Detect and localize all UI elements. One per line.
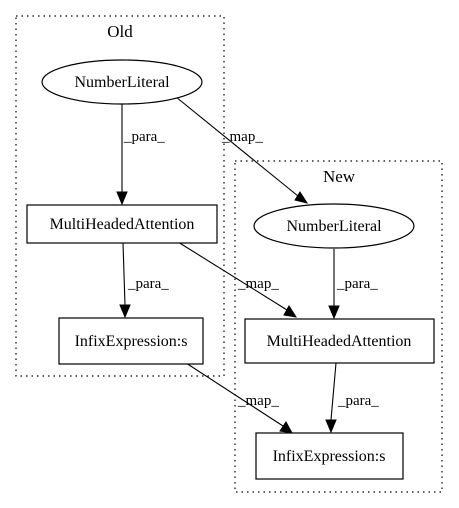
arrowhead <box>119 304 131 319</box>
arrowhead <box>328 305 340 320</box>
edge-line <box>122 242 126 306</box>
edge-label-map-infix: _map_ <box>237 393 279 409</box>
node-shape <box>253 203 415 249</box>
node-shape <box>244 318 435 364</box>
arrowhead <box>279 421 293 434</box>
cluster-old-label: Old <box>107 22 133 41</box>
edge-label-map-mha: _map_ <box>237 276 279 292</box>
node-old-infix-expression: InfixExpression:s <box>58 317 204 365</box>
node-label: NumberLiteral <box>286 218 382 235</box>
node-label: MultiHeadedAttention <box>50 216 195 233</box>
edge-new-mha-to-new-infix: _para_ <box>325 362 379 434</box>
node-label: MultiHeadedAttention <box>267 333 412 350</box>
cluster-old: Old <box>15 15 225 377</box>
edge-label-old-para-1: _para_ <box>123 129 165 145</box>
cluster-new: New <box>234 160 443 493</box>
node-shape <box>41 59 203 105</box>
node-new-number-literal: NumberLiteral <box>253 203 415 249</box>
node-shape <box>255 432 404 480</box>
arrowhead <box>294 191 309 204</box>
edge-map-number-literal: _map_ <box>175 96 309 204</box>
edge-line <box>175 96 299 197</box>
node-label: InfixExpression:s <box>273 448 386 465</box>
node-shape <box>26 204 218 244</box>
edge-map-multi-headed-attention: _map_ <box>177 241 298 318</box>
edge-old-number-literal-to-old-mha: _para_ <box>116 104 165 206</box>
edge-line <box>177 241 288 311</box>
edges: _para_ _para_ _map_ _map_ _para_ <box>116 96 379 434</box>
edge-line <box>185 362 284 427</box>
arrowhead <box>325 419 337 434</box>
node-label: InfixExpression:s <box>75 333 188 350</box>
node-new-multi-headed-attention: MultiHeadedAttention <box>244 318 435 364</box>
edge-map-infix-expression: _map_ <box>185 362 293 434</box>
cluster-old-border <box>15 15 225 377</box>
edge-label-old-para-2: _para_ <box>127 276 169 292</box>
node-old-multi-headed-attention: MultiHeadedAttention <box>26 204 218 244</box>
node-shape <box>58 317 204 365</box>
node-new-infix-expression: InfixExpression:s <box>255 432 404 480</box>
edge-label-new-para-1: _para_ <box>336 276 378 292</box>
node-old-number-literal: NumberLiteral <box>41 59 203 105</box>
cluster-new-label: New <box>323 167 356 186</box>
arrowhead <box>283 305 298 318</box>
node-label: NumberLiteral <box>74 74 170 91</box>
edge-label-map-number-literal: _map_ <box>221 129 263 145</box>
edge-label-new-para-2: _para_ <box>337 393 379 409</box>
edge-line <box>330 362 337 421</box>
edge-old-mha-to-old-infix: _para_ <box>119 242 169 319</box>
edge-new-number-literal-to-new-mha: _para_ <box>328 249 378 320</box>
nodes: NumberLiteral MultiHeadedAttention Infix… <box>26 59 435 480</box>
arrowhead <box>116 191 128 206</box>
